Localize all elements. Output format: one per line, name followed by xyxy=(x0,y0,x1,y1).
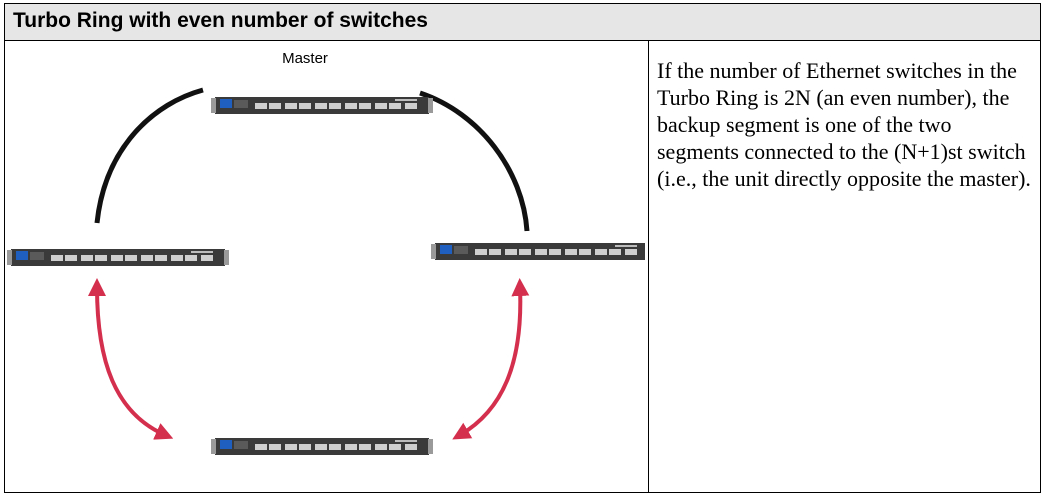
table-header: Turbo Ring with even number of switches xyxy=(5,4,1040,41)
master-label: Master xyxy=(282,50,328,67)
switch-opposite xyxy=(211,438,433,455)
backup-link-right-arrow xyxy=(452,278,530,440)
description-cell: If the number of Ethernet switches in th… xyxy=(649,41,1040,492)
ring-diagram: Master xyxy=(7,50,645,455)
ring-diagram-cell: Master xyxy=(5,41,649,492)
ring-link-right xyxy=(419,90,530,232)
description-text: If the number of Ethernet switches in th… xyxy=(657,58,1031,191)
switch-master xyxy=(211,97,433,114)
switch-right xyxy=(431,243,645,260)
switch-left xyxy=(7,249,229,266)
ring-link-left xyxy=(94,87,204,224)
turbo-ring-table: Turbo Ring with even number of switches xyxy=(4,3,1041,493)
table-title: Turbo Ring with even number of switches xyxy=(13,9,428,32)
backup-link-left-arrow xyxy=(88,278,174,440)
